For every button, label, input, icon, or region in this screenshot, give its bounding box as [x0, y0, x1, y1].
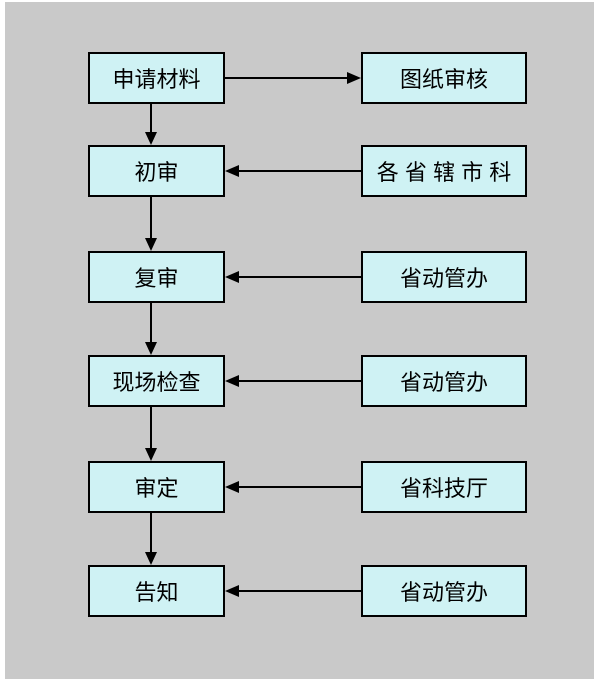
arrow-left-icon — [225, 481, 361, 493]
arrow-line — [239, 486, 361, 488]
arrow-left-icon — [225, 585, 361, 597]
flow-box-science-tech-dept: 省科技厅 — [361, 461, 527, 513]
arrow-line — [150, 303, 152, 342]
arrowhead-down — [145, 448, 157, 461]
flow-box-initial-review: 初审 — [88, 145, 225, 197]
flow-box-provincial-office: 省动管办 — [361, 251, 527, 303]
arrowhead-down — [145, 132, 157, 145]
arrow-down-icon — [145, 104, 157, 145]
flowchart-canvas: 申请材料 图纸审核 初审 各 省 辖 市 科 复审 省动管办 现场检查 省动管办 — [5, 2, 594, 679]
arrowhead-left — [225, 585, 239, 597]
flow-box-application-materials: 申请材料 — [88, 52, 225, 104]
arrowhead-left — [225, 375, 239, 387]
arrow-line — [239, 170, 361, 172]
arrowhead-right — [347, 72, 361, 84]
arrow-down-icon — [145, 407, 157, 461]
arrowhead-left — [225, 481, 239, 493]
arrow-line — [150, 407, 152, 448]
arrow-down-icon — [145, 197, 157, 251]
arrowhead-down — [145, 552, 157, 565]
arrow-down-icon — [145, 303, 157, 355]
arrowhead-left — [225, 165, 239, 177]
flow-box-provincial-office-2: 省动管办 — [361, 355, 527, 407]
flow-box-city-sections: 各 省 辖 市 科 — [361, 145, 527, 197]
arrow-line — [239, 380, 361, 382]
arrow-left-icon — [225, 271, 361, 283]
flow-box-provincial-office-3: 省动管办 — [361, 565, 527, 617]
arrowhead-left — [225, 271, 239, 283]
arrowhead-down — [145, 238, 157, 251]
flow-box-site-inspection: 现场检查 — [88, 355, 225, 407]
arrow-right-icon — [225, 72, 361, 84]
arrow-line — [239, 590, 361, 592]
flow-box-drawing-review: 图纸审核 — [361, 52, 527, 104]
arrow-line — [150, 197, 152, 238]
arrowhead-down — [145, 342, 157, 355]
arrow-line — [150, 104, 152, 132]
arrow-line — [239, 276, 361, 278]
arrow-left-icon — [225, 165, 361, 177]
flow-box-notification: 告知 — [88, 565, 225, 617]
flow-box-final-approval: 审定 — [88, 461, 225, 513]
arrow-left-icon — [225, 375, 361, 387]
arrow-line — [225, 77, 347, 79]
arrow-down-icon — [145, 513, 157, 565]
flow-box-second-review: 复审 — [88, 251, 225, 303]
arrow-line — [150, 513, 152, 552]
